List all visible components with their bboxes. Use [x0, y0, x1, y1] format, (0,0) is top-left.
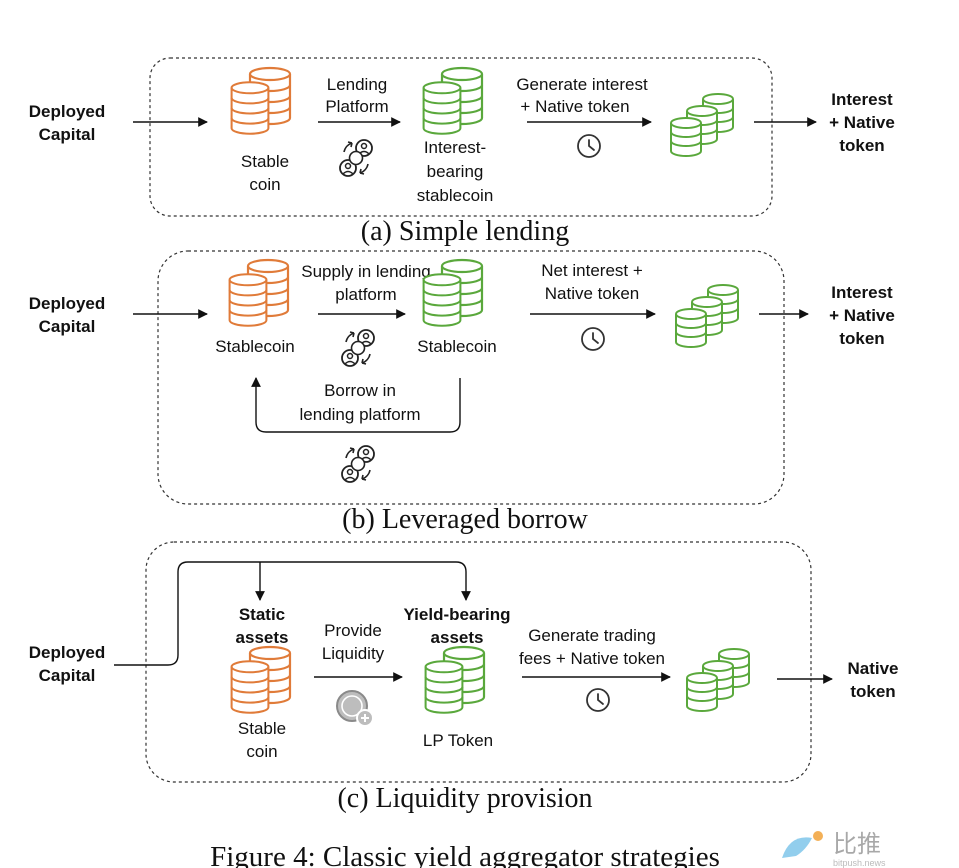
panel-b-caption: (b) Leveraged borrow: [342, 504, 588, 535]
panel-a-caption: (a) Simple lending: [361, 216, 569, 247]
panel-c: Deployed Capital Static assets Stable co…: [29, 541, 899, 814]
lending-exchange-icon: [341, 329, 375, 367]
step2-line1: Generate trading: [528, 626, 656, 645]
step1-line1: Lending: [327, 75, 388, 94]
borrow-line2: lending platform: [300, 405, 421, 424]
step2-line1: Net interest +: [541, 261, 643, 280]
lp-token-label: LP Token: [423, 731, 493, 750]
left-stablecoin-label: Stablecoin: [215, 337, 294, 356]
ib-label-1: Interest-: [424, 138, 486, 157]
step2-line2: fees + Native token: [519, 649, 665, 668]
watermark-logo: 比推 bitpush.news: [782, 831, 886, 868]
stablecoin-stack-icon: [230, 260, 288, 326]
bird-logo-icon: [782, 837, 812, 858]
provide-liquidity-icon: [336, 690, 374, 727]
static-label-2: coin: [246, 742, 277, 761]
panel-a: Deployed Capital Stable coin Lending Pla…: [29, 57, 895, 247]
step1-line1: Supply in lending: [301, 262, 430, 281]
watermark-sub: bitpush.news: [833, 858, 886, 868]
borrow-line1: Borrow in: [324, 381, 396, 400]
input-capital-line2: Capital: [39, 317, 96, 336]
output-line1: Interest: [831, 90, 893, 109]
stable-label-1: Stable: [241, 152, 289, 171]
static-title-2: assets: [236, 628, 289, 647]
panel-c-border: [145, 541, 812, 783]
output-line3: token: [839, 329, 884, 348]
step1-line2: platform: [335, 285, 396, 304]
output-line2: + Native: [829, 306, 895, 325]
output-line1: Native: [847, 659, 898, 678]
input-capital-line1: Deployed: [29, 294, 106, 313]
output-line1: Interest: [831, 283, 893, 302]
lending-exchange-icon: [339, 139, 373, 177]
panel-b-border: [157, 250, 785, 505]
step2-line2: + Native token: [520, 97, 629, 116]
coin-dot-icon: [813, 831, 823, 841]
yield-title-2: assets: [431, 628, 484, 647]
yield-coins-icon: [676, 285, 738, 347]
yield-coins-icon: [671, 94, 733, 156]
borrow-loop-arrow: [251, 377, 461, 433]
input-capital-line1: Deployed: [29, 102, 106, 121]
capital-split-arrow: [114, 561, 471, 666]
input-capital-line2: Capital: [39, 125, 96, 144]
lp-token-stack-icon: [426, 647, 484, 713]
clock-icon: [581, 327, 605, 351]
input-capital-line1: Deployed: [29, 643, 106, 662]
ib-label-3: stablecoin: [417, 186, 494, 205]
output-line3: token: [839, 136, 884, 155]
static-label-1: Stable: [238, 719, 286, 738]
ib-label-2: bearing: [427, 162, 484, 181]
borrow-exchange-icon: [341, 445, 375, 483]
output-line2: + Native: [829, 113, 895, 132]
clock-icon: [577, 134, 601, 158]
panel-a-border: [149, 57, 773, 217]
panel-c-caption: (c) Liquidity provision: [337, 783, 592, 814]
clock-icon: [586, 688, 610, 712]
stablecoin-stack-icon: [232, 68, 290, 134]
output-line2: token: [850, 682, 895, 701]
stablecoin-stack-icon: [232, 647, 290, 713]
input-capital-line2: Capital: [39, 666, 96, 685]
watermark-brand: 比推: [833, 831, 881, 858]
figure-caption: Figure 4: Classic yield aggregator strat…: [210, 841, 720, 868]
panel-b: Deployed Capital Stablecoin Supply in le…: [29, 250, 895, 535]
supplied-stablecoin-stack-icon: [424, 260, 482, 326]
stable-label-2: coin: [249, 175, 280, 194]
step2-line1: Generate interest: [516, 75, 648, 94]
yield-title-1: Yield-bearing: [403, 605, 510, 624]
step1-line2: Platform: [325, 97, 388, 116]
interest-bearing-stack-icon: [424, 68, 482, 134]
static-title-1: Static: [239, 605, 285, 624]
right-stablecoin-label: Stablecoin: [417, 337, 496, 356]
step2-line2: Native token: [545, 284, 640, 303]
yield-coins-icon: [687, 649, 749, 711]
step1-line1: Provide: [324, 621, 382, 640]
step1-line2: Liquidity: [322, 644, 385, 663]
